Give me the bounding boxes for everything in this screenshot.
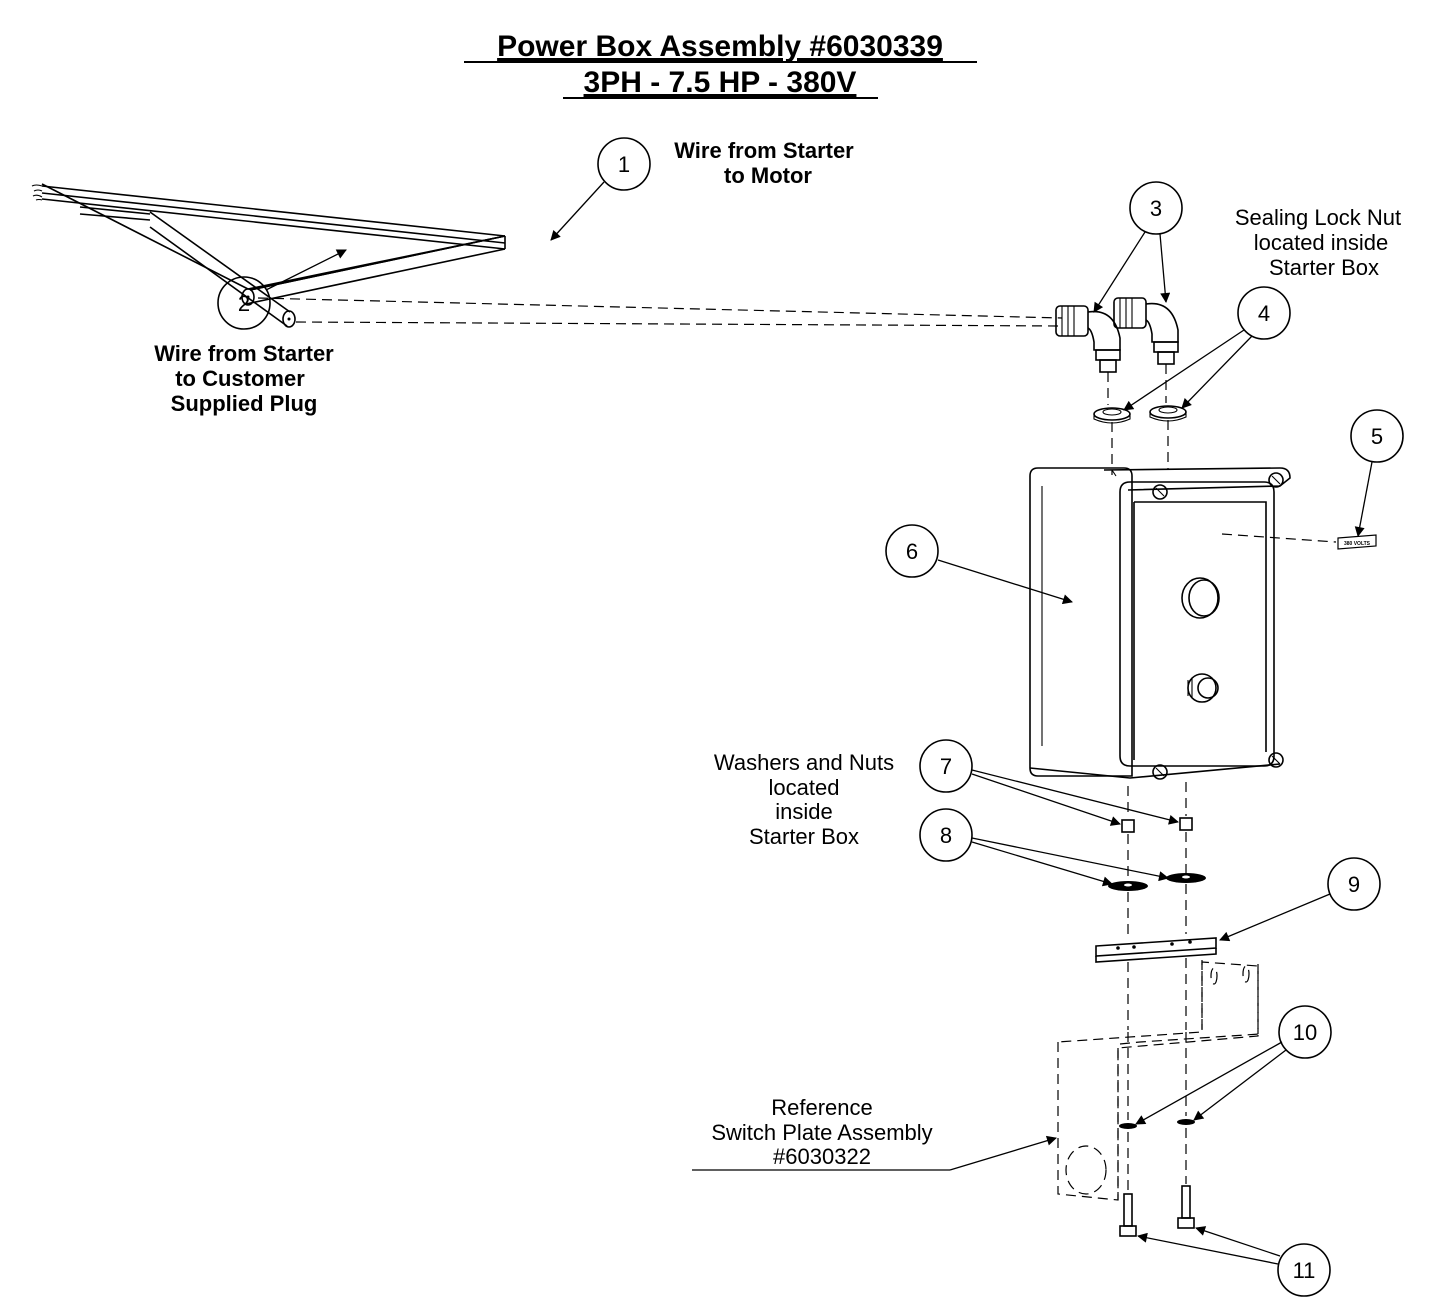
callout-7: 7 bbox=[919, 739, 1179, 826]
svg-text:Wire from Starter: Wire from Starter bbox=[674, 138, 854, 163]
callout-9: 9 bbox=[1219, 857, 1381, 942]
motor-wire bbox=[41, 185, 506, 306]
svg-text:Supplied Plug: Supplied Plug bbox=[171, 391, 318, 416]
elbow-fitting-right bbox=[1113, 297, 1179, 365]
svg-text:to Motor: to Motor bbox=[724, 163, 812, 188]
callout-4: 4 bbox=[1123, 286, 1291, 411]
svg-text:5: 5 bbox=[1371, 424, 1383, 449]
label-wire-customer: Wire from Starter to Customer Supplied P… bbox=[154, 341, 334, 416]
dash-wire-1 bbox=[257, 297, 1063, 319]
nut-left bbox=[1121, 819, 1135, 833]
svg-text:10: 10 bbox=[1293, 1020, 1317, 1045]
title-line-2: 3PH - 7.5 HP - 380V bbox=[584, 66, 857, 99]
nut-right bbox=[1179, 817, 1193, 831]
lock-washer-right bbox=[1177, 1119, 1195, 1125]
bolt-right bbox=[1177, 1185, 1195, 1229]
elbow-fitting-left bbox=[1055, 305, 1121, 373]
svg-text:Reference: Reference bbox=[771, 1095, 873, 1120]
svg-text:7: 7 bbox=[940, 754, 952, 779]
svg-text:9: 9 bbox=[1348, 872, 1360, 897]
reference-switch-plate bbox=[1057, 960, 1261, 1201]
label-washers-nuts: Washers and Nuts located inside Starter … bbox=[714, 750, 894, 849]
svg-text:inside: inside bbox=[775, 799, 832, 824]
washer-left bbox=[1108, 881, 1148, 891]
svg-text:4: 4 bbox=[1258, 301, 1270, 326]
svg-text:#6030322: #6030322 bbox=[773, 1144, 871, 1169]
svg-text:3: 3 bbox=[1150, 196, 1162, 221]
bolt-left bbox=[1119, 1193, 1137, 1237]
callout-10: 10 bbox=[1135, 1005, 1332, 1125]
svg-text:Switch Plate Assembly: Switch Plate Assembly bbox=[711, 1120, 932, 1145]
wire-ends bbox=[31, 184, 43, 201]
svg-text:2: 2 bbox=[238, 291, 250, 316]
label-reference: Reference Switch Plate Assembly #6030322 bbox=[711, 1095, 932, 1169]
callout-5: 5 bbox=[1350, 409, 1404, 537]
callout-2: 2 bbox=[217, 249, 347, 330]
callout-6: 6 bbox=[885, 524, 1073, 605]
svg-text:to Customer: to Customer bbox=[175, 366, 305, 391]
callout-8: 8 bbox=[919, 808, 1169, 887]
callout-3: 3 bbox=[1093, 181, 1183, 313]
svg-text:Starter Box: Starter Box bbox=[749, 824, 859, 849]
svg-text:Wire from Starter: Wire from Starter bbox=[154, 341, 334, 366]
mounting-plate bbox=[1095, 937, 1217, 963]
callout-11: 11 bbox=[1137, 1226, 1331, 1297]
lock-washer-left bbox=[1119, 1123, 1137, 1129]
svg-text:8: 8 bbox=[940, 823, 952, 848]
customer-wire bbox=[79, 206, 296, 328]
svg-text:11: 11 bbox=[1293, 1258, 1316, 1283]
svg-text:6: 6 bbox=[906, 539, 918, 564]
title-line-1: Power Box Assembly #6030339 bbox=[497, 30, 943, 63]
label-wire-motor: Wire from Starter to Motor bbox=[674, 138, 854, 188]
svg-text:located inside: located inside bbox=[1254, 230, 1389, 255]
svg-text:1: 1 bbox=[618, 152, 630, 177]
callout-1: 1 bbox=[550, 137, 651, 241]
label-sealing-lock-nut: Sealing Lock Nut located inside Starter … bbox=[1235, 205, 1401, 280]
svg-text:Washers and Nuts: Washers and Nuts bbox=[714, 750, 894, 775]
decal-text: 380 VOLTS bbox=[1344, 541, 1371, 547]
dash-decal bbox=[1221, 533, 1337, 543]
dash-wire-2 bbox=[295, 321, 1063, 327]
svg-text:Starter Box: Starter Box bbox=[1269, 255, 1379, 280]
voltage-decal: 380 VOLTS bbox=[1337, 534, 1377, 550]
lock-nut-right bbox=[1149, 405, 1187, 422]
reference-leader bbox=[949, 1135, 1057, 1171]
cable-bodies bbox=[247, 235, 506, 290]
svg-text:located: located bbox=[769, 775, 840, 800]
svg-text:Sealing Lock Nut: Sealing Lock Nut bbox=[1235, 205, 1401, 230]
upper-cable bbox=[41, 183, 249, 290]
washer-right bbox=[1166, 873, 1206, 883]
starter-box bbox=[1029, 467, 1291, 780]
